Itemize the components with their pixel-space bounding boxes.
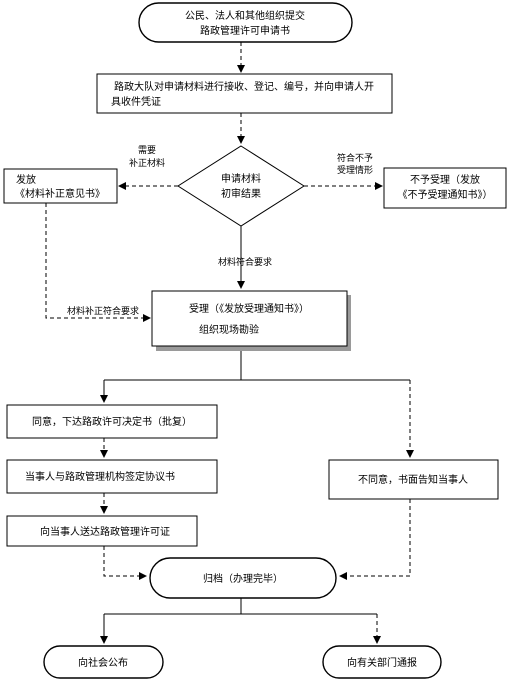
correction-node: 发放 《材料补正意见书》: [3, 168, 118, 204]
deny-node: 不同意，书面告知当事人: [328, 459, 499, 500]
permit-text: 向当事人送达路政管理许可证: [40, 525, 170, 538]
start-line1: 公民、法人和其他组织提交: [185, 9, 305, 22]
receive-line2: 具收件凭证: [111, 95, 161, 108]
permit-node: 向当事人送达路政管理许可证: [6, 515, 198, 547]
approve-text: 同意，下达路政许可决定书（批复）: [32, 415, 192, 428]
arrow-deny-to-archive: [339, 499, 411, 580]
review-line1: 申请材料: [221, 172, 261, 185]
label-noncompliant-case: 受理情形: [337, 164, 373, 176]
label-need: 需要: [138, 145, 156, 156]
label-noncompliant: 符合不予: [337, 152, 373, 164]
notify-node: 向有关部门通报: [322, 645, 442, 679]
review-line2: 初审结果: [221, 187, 261, 200]
accept-line2: 组织现场勘验: [199, 323, 259, 336]
agreement-text: 当事人与路政管理机构签定协议书: [25, 470, 175, 483]
approve-node: 同意，下达路政许可决定书（批复）: [6, 404, 218, 439]
receive-node: 路政大队对申请材料进行接收、登记、编号，并向申请人开 具收件凭证: [96, 73, 393, 114]
correction-line1: 发放: [16, 173, 36, 186]
edge-labels: 需要 补正材料 符合不予 受理情形 材料符合要求 材料补正符合要求: [67, 145, 373, 317]
publish-text: 向社会公布: [78, 656, 128, 669]
archive-text: 归档（办理完毕）: [203, 572, 283, 585]
archive-node: 归档（办理完毕）: [149, 557, 337, 599]
notify-text: 向有关部门通报: [347, 656, 417, 669]
reject-line1: 不予受理（发放: [410, 173, 480, 186]
accept-node: 受理（《发放受理通知书》） 组织现场勘验: [151, 290, 351, 351]
correction-line2: 《材料补正意见书》: [15, 187, 105, 200]
connectors: [45, 42, 414, 644]
review-decision: 申请材料 初审结果: [177, 145, 305, 227]
reject-node: 不予受理（发放 《不予受理通知书》）: [383, 167, 507, 209]
reject-line2: 《不予受理通知书》）: [398, 188, 493, 201]
start-node: 公民、法人和其他组织提交 路政管理许可申请书: [138, 2, 353, 43]
receive-line1: 路政大队对申请材料进行接收、登记、编号，并向申请人开: [114, 80, 374, 93]
publish-node: 向社会公布: [43, 645, 164, 679]
label-corrected-meets: 材料补正符合要求: [67, 305, 139, 317]
agreement-node: 当事人与路政管理机构签定协议书: [6, 459, 218, 494]
label-meets-requirements: 材料符合要求: [218, 256, 272, 268]
start-line2: 路政管理许可申请书: [200, 24, 290, 37]
arrow-correction-to-accept: [45, 203, 151, 322]
accept-line1: 受理（《发放受理通知书》）: [189, 302, 309, 315]
deny-text: 不同意，书面告知当事人: [358, 473, 468, 486]
arrow-permit-to-archive: [103, 546, 147, 580]
label-need-materials: 补正材料: [129, 157, 165, 169]
